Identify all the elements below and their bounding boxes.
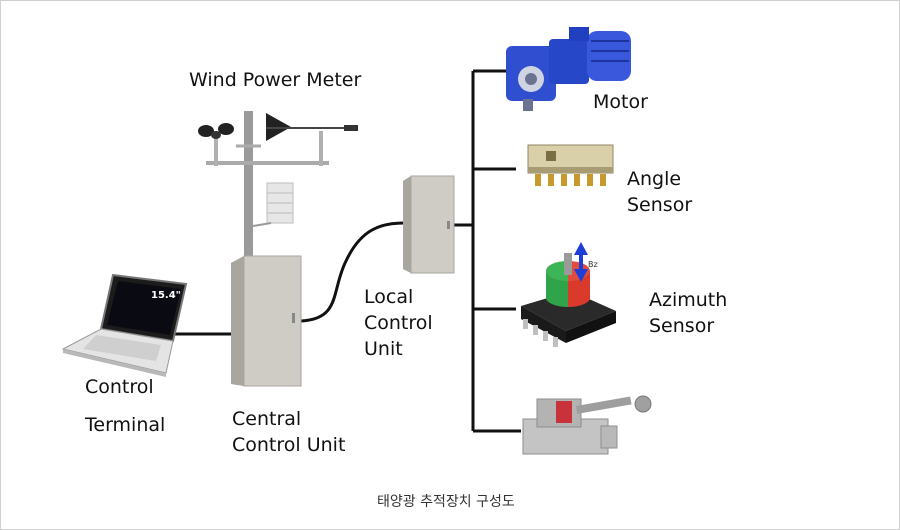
angle-sensor-icon xyxy=(527,144,614,186)
control-terminal-label-line1: Control xyxy=(85,376,154,398)
motor-icon xyxy=(506,27,631,111)
central-control-unit-label-line2: Control Unit xyxy=(232,434,346,456)
azimuth-sensor-icon: Bz xyxy=(521,242,616,347)
local-control-unit-label-line2: Control xyxy=(364,312,433,334)
angle-sensor-label-line2: Sensor xyxy=(627,194,693,216)
wind-power-meter-icon xyxy=(198,111,358,261)
azimuth-sensor-label-line1: Azimuth xyxy=(649,289,728,311)
line-central-to-local xyxy=(300,221,405,323)
angle-sensor-label-line1: Angle xyxy=(627,168,682,190)
diagram-caption: 태양광 추적장치 구성도 xyxy=(377,494,515,510)
wind-power-meter-label: Wind Power Meter xyxy=(189,69,362,91)
azimuth-field-label: Bz xyxy=(588,260,598,269)
laptop-icon: 15.4" xyxy=(61,273,188,377)
local-control-cabinet-icon xyxy=(403,175,455,274)
limit-switch-icon xyxy=(522,395,652,455)
local-control-unit-label-line3: Unit xyxy=(364,338,403,360)
central-control-cabinet-icon xyxy=(231,255,302,387)
motor-label: Motor xyxy=(593,91,648,113)
control-terminal-label-line2: Terminal xyxy=(85,414,166,436)
connector-lines xyxy=(171,69,521,433)
laptop-screen-text: 15.4" xyxy=(151,290,181,301)
local-control-unit-label-line1: Local xyxy=(364,286,414,308)
central-control-unit-label-line1: Central xyxy=(232,408,302,430)
azimuth-sensor-label-line2: Sensor xyxy=(649,315,715,337)
